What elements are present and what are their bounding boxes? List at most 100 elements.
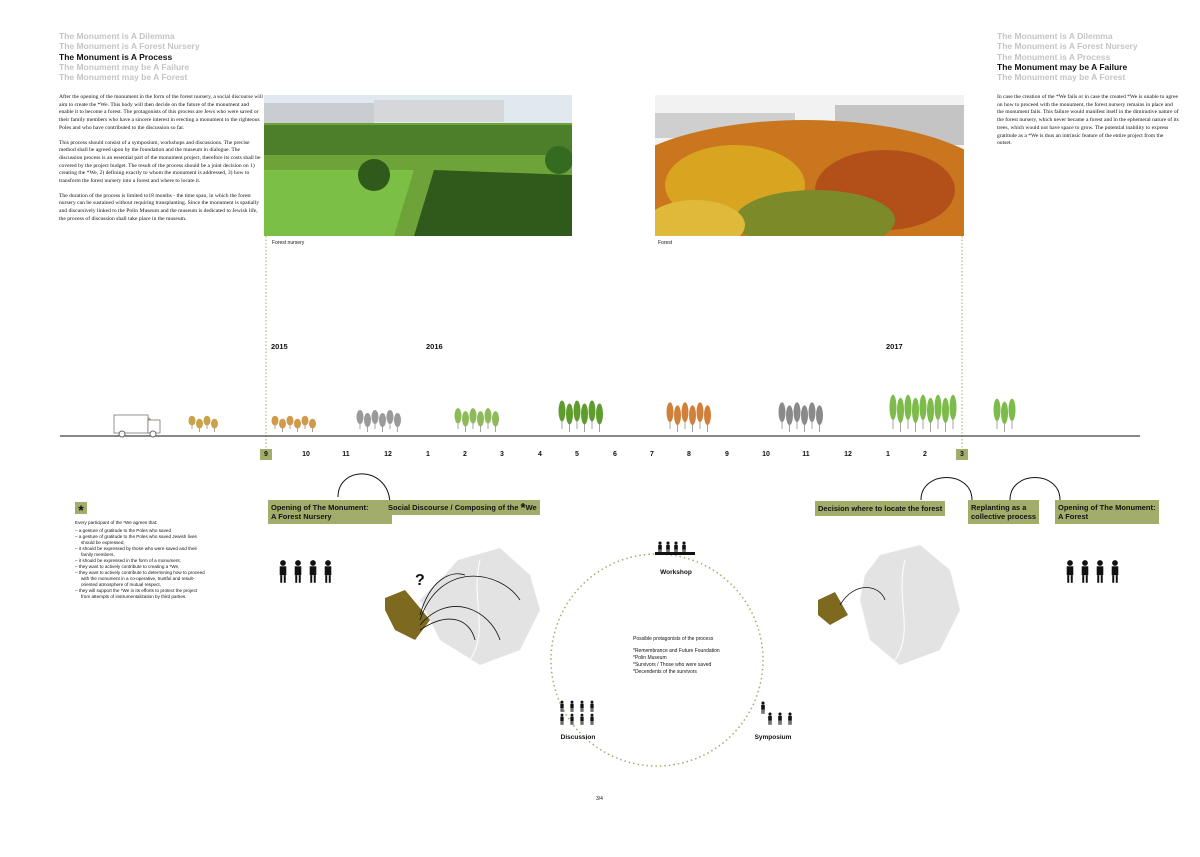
nav-item[interactable]: The Monument is A Dilemma (997, 31, 1113, 41)
label-text: Social Discourse / Composing of the (388, 503, 519, 512)
tree-group-icon (271, 415, 316, 432)
month-label: 10 (302, 451, 310, 458)
paragraph: In case the creation of the *We fails or… (997, 94, 1179, 147)
tree-group-icon (188, 415, 218, 432)
protagonists-list: Possible protagonists of the process *Re… (633, 636, 720, 676)
month-label: 5 (575, 451, 579, 458)
discussion-label: Discussion (560, 734, 596, 741)
month-label: 8 (687, 451, 691, 458)
forest-photo (655, 95, 964, 236)
footnote-item: – they will support the *We in its effor… (75, 588, 198, 599)
month-label: 12 (844, 451, 852, 458)
photo-caption: Forest nursery (272, 240, 305, 246)
asterisk: * (520, 500, 526, 515)
process-cycle (550, 553, 764, 767)
label-line: A Forest (1058, 512, 1089, 521)
people-group-icon (279, 560, 332, 583)
symposium-icon (761, 701, 792, 725)
symposium-label: Symposium (754, 734, 792, 741)
footnote-item: – it should be expressed in the form of … (75, 558, 181, 563)
month-label: 11 (802, 451, 810, 458)
footnote-item: – they want to actively contribute to de… (75, 570, 205, 587)
page-number: 3/4 (596, 796, 603, 802)
left-description: After the opening of the monument in the… (59, 94, 264, 231)
tree-group-icon (778, 402, 823, 432)
label-line: collective process (971, 512, 1037, 521)
protagonists-title: Possible protagonists of the process (633, 636, 714, 642)
year-label: 2017 (886, 342, 903, 351)
label-line: A Forest Nursery (271, 512, 332, 521)
tree-group-icon (558, 400, 603, 432)
label-text: We (525, 503, 537, 512)
stage-opening-forest: Opening of The Monument:A Forest (1055, 500, 1159, 524)
label-line: Opening of The Monument: (271, 503, 369, 512)
nav-item[interactable]: The Monument is A Forest Nursery (59, 41, 200, 52)
month-label: 1 (886, 451, 890, 458)
tree-group-icon (356, 410, 401, 432)
nav-item[interactable]: The Monument may be A Failure (997, 61, 1128, 72)
warsaw-map-right (860, 545, 960, 665)
arrow (337, 473, 391, 506)
tree-group-icon (454, 408, 499, 432)
arrow (920, 477, 973, 501)
workshop-label: Workshop (660, 569, 692, 576)
month-label: 10 (762, 451, 770, 458)
asterisk-icon: * (75, 502, 87, 518)
protagonist: *Decendents of the survivors (633, 669, 697, 675)
nav-item[interactable]: The Monument may be A Forest (59, 72, 188, 83)
year-label: 2015 (271, 342, 288, 351)
protagonist: *Polin Museum (633, 655, 667, 661)
stage-opening-nursery: Opening of The Monument:A Forest Nursery (268, 500, 392, 524)
gesture-icon (385, 590, 430, 640)
month-label: 3 (500, 451, 504, 458)
nav-item[interactable]: The Monument is A Process (997, 51, 1111, 62)
people-group-icon (1066, 560, 1119, 583)
photo-caption: Forest (658, 240, 673, 246)
label-line: Opening of The Monument: (1058, 503, 1156, 512)
footnote-item: – it should be expressed by those who we… (75, 546, 198, 557)
footnote-item: – a gesture of gratitude to the Poles wh… (75, 528, 172, 533)
nav-item[interactable]: The Monument may be A Failure (59, 61, 190, 72)
month-label: 9 (725, 451, 729, 458)
nav-item[interactable]: The Monument may be A Forest (997, 72, 1126, 83)
forest-nursery-photo (264, 95, 572, 236)
workshop-icon (655, 541, 695, 555)
month-label: 3 (956, 449, 968, 460)
footnote-intro: Every participant of the *We agrees that… (75, 520, 158, 525)
month-label: 9 (260, 449, 272, 460)
year-label: 2016 (426, 342, 443, 351)
paragraph: The duration of the process is limited t… (59, 192, 260, 222)
tree-group-icon (666, 402, 711, 432)
month-label: 1 (426, 451, 430, 458)
nav-item[interactable]: The Monument is A Forest Nursery (997, 41, 1138, 52)
month-label: 12 (384, 451, 392, 458)
month-label: 11 (342, 451, 350, 458)
nav-item[interactable]: The Monument is A Dilemma (59, 31, 175, 41)
label-line: Replanting as a (971, 503, 1027, 512)
protagonist: *Remembrance and Future Foundation (633, 648, 720, 654)
footnote: Every participant of the *We agrees that… (75, 520, 205, 600)
nav-item[interactable]: The Monument is A Process (59, 51, 173, 62)
month-label: 2 (463, 451, 467, 458)
month-label: 6 (613, 451, 617, 458)
month-label: 4 (538, 451, 542, 458)
right-description: In case the creation of the *We fails or… (997, 94, 1179, 155)
gesture-icon (818, 592, 848, 625)
truck-icon (113, 414, 161, 438)
protagonist: *Survivors / Those who were saved (633, 662, 712, 668)
paragraph: After the opening of the monument in the… (59, 94, 263, 131)
tree-group-icon (993, 398, 1016, 432)
footnote-item: – they want to actively contribute to cr… (75, 564, 180, 569)
tree-group-icon (889, 394, 957, 432)
question-mark: ? (415, 572, 425, 589)
warsaw-map-left (420, 548, 540, 665)
arrow (1009, 477, 1061, 501)
paragraph: This process should consist of a symposi… (59, 139, 261, 185)
month-label: 7 (650, 451, 654, 458)
discussion-icon (560, 700, 594, 725)
month-label: 2 (923, 451, 927, 458)
